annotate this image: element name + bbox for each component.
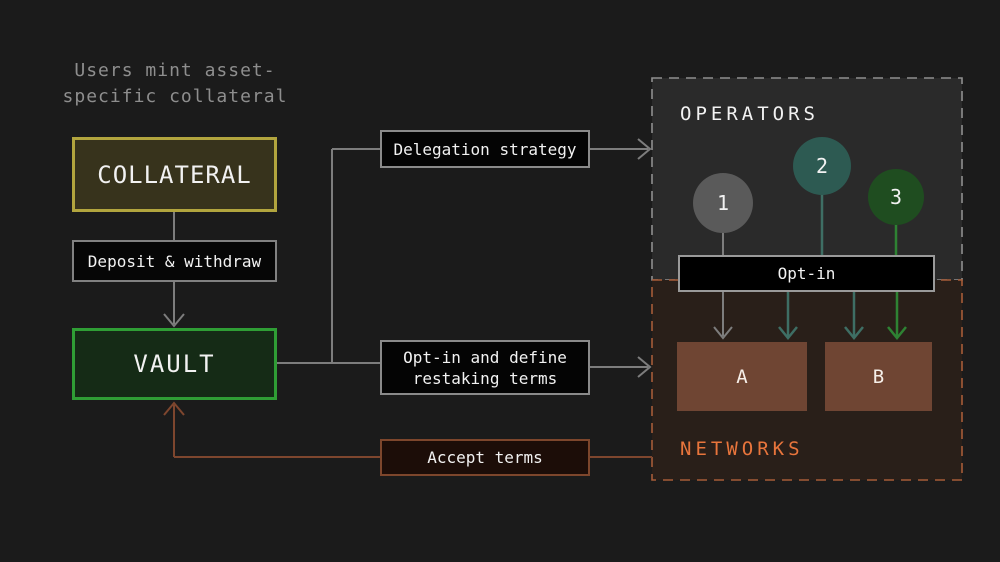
operator-circle-2: 2 <box>793 137 851 195</box>
arrowhead-down-b-teal-icon <box>844 326 864 340</box>
operator-circle-3: 3 <box>868 169 924 225</box>
opt-in-label: Opt-in <box>777 264 836 283</box>
arrowhead-down-vault-icon <box>163 313 185 328</box>
network-box-a: A <box>677 342 807 411</box>
mint-annotation: Users mint asset- specific collateral <box>40 58 310 110</box>
arrowhead-right-networks-icon <box>637 356 652 378</box>
arrowhead-down-a-teal-icon <box>778 326 798 340</box>
mint-annotation-line2: specific collateral <box>62 86 288 107</box>
delegation-strategy-label: Delegation strategy <box>393 139 577 159</box>
operators-title: OPERATORS <box>680 103 819 125</box>
collateral-label: COLLATERAL <box>97 160 252 189</box>
arrowhead-down-a-gray-icon <box>713 326 733 340</box>
arrowhead-up-vault-icon <box>163 401 185 416</box>
network-box-b: B <box>825 342 932 411</box>
deposit-withdraw-label: Deposit & withdraw <box>87 251 262 271</box>
deposit-withdraw-node: Deposit & withdraw <box>72 240 277 282</box>
operator-1-label: 1 <box>716 191 730 215</box>
collateral-node: COLLATERAL <box>72 137 277 212</box>
restaking-terms-node: Opt-in and define restaking terms <box>380 340 590 395</box>
network-a-label: A <box>736 365 748 388</box>
operator-circle-1: 1 <box>693 173 753 233</box>
network-b-label: B <box>872 365 885 388</box>
restaking-terms-line2: restaking terms <box>412 368 558 388</box>
vault-node: VAULT <box>72 328 277 400</box>
operator-3-label: 3 <box>889 185 903 209</box>
delegation-strategy-node: Delegation strategy <box>380 130 590 168</box>
accept-terms-label: Accept terms <box>427 448 543 467</box>
vault-label: VAULT <box>133 350 216 378</box>
accept-terms-node: Accept terms <box>380 439 590 476</box>
opt-in-node: Opt-in <box>678 255 935 292</box>
mint-annotation-line1: Users mint asset- <box>74 60 276 81</box>
arrowhead-down-b-green-icon <box>887 326 907 340</box>
operator-2-label: 2 <box>815 154 829 178</box>
restaking-terms-line1: Opt-in and define <box>403 347 567 367</box>
networks-title: NETWORKS <box>680 438 804 460</box>
arrowhead-right-operators-icon <box>637 138 652 160</box>
